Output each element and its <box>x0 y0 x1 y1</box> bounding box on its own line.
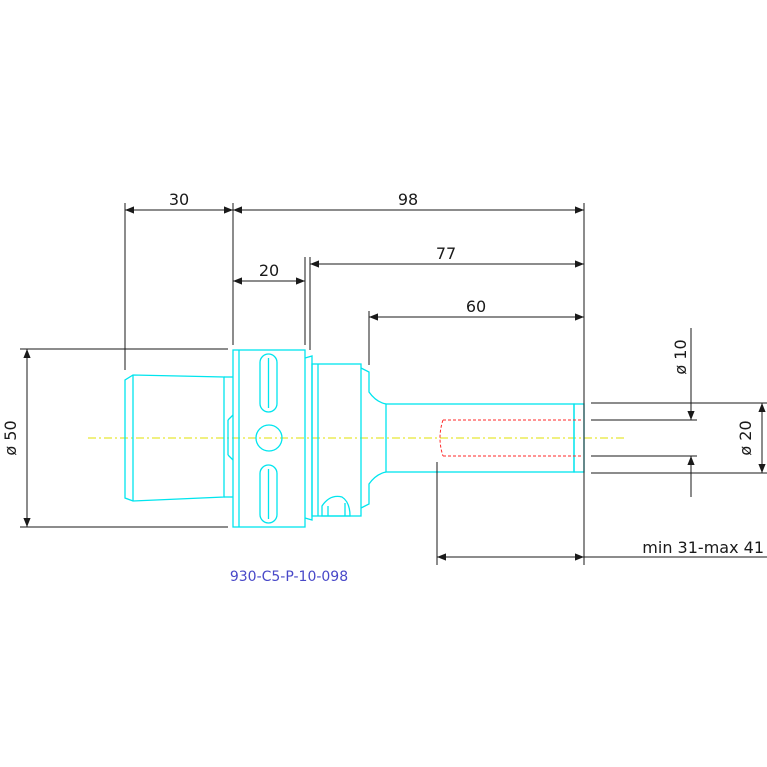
keyway-slot-bottom <box>259 464 278 524</box>
body-neck <box>360 367 387 509</box>
dim-dia10-label: ø 10 <box>671 339 690 374</box>
tool-bore-hidden <box>439 419 582 457</box>
orientation-hole <box>255 424 283 452</box>
dim-60-label: 60 <box>466 297 486 316</box>
collar-notch <box>321 495 351 517</box>
holder-outline <box>124 349 585 528</box>
dim-20-label: 20 <box>259 261 279 280</box>
dimension-lines <box>20 203 767 565</box>
keyway-slot-top <box>259 353 278 413</box>
dim-77-label: 77 <box>436 244 456 263</box>
dim-dia50-label: ø 50 <box>1 420 20 455</box>
dim-clamp-label: min 31-max 41 <box>642 538 764 557</box>
part-number: 930-C5-P-10-098 <box>230 569 348 585</box>
flange <box>232 349 306 528</box>
dim-98-label: 98 <box>398 190 418 209</box>
dim-dia20-label: ø 20 <box>736 420 755 455</box>
dim-30-label: 30 <box>169 190 189 209</box>
